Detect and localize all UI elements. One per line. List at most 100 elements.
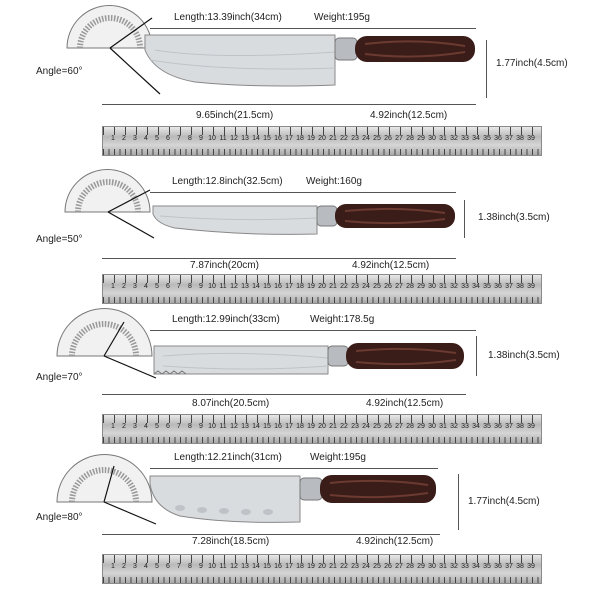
ruler-number: 38	[516, 135, 524, 142]
ruler-number: 39	[527, 423, 535, 430]
ruler-number: 28	[406, 283, 414, 290]
ruler-number: 13	[241, 563, 249, 570]
ruler-number: 26	[384, 423, 392, 430]
ruler-number: 36	[494, 283, 502, 290]
blade-length-label: 8.07inch(20.5cm)	[192, 398, 270, 409]
ruler-number: 23	[351, 283, 359, 290]
ruler-number: 21	[329, 563, 337, 570]
ruler-number: 3	[133, 563, 137, 570]
protractor-graphic	[56, 454, 157, 525]
ruler-number: 17	[285, 423, 293, 430]
handle-length-label: 4.92inch(12.5cm)	[366, 398, 444, 409]
ruler-number: 13	[241, 423, 249, 430]
ruler-number: 22	[340, 135, 348, 142]
ruler-number: 20	[318, 135, 326, 142]
ruler-number: 12	[230, 135, 238, 142]
ruler-number: 31	[439, 423, 447, 430]
ruler-number: 13	[241, 283, 249, 290]
ruler-number: 33	[461, 135, 469, 142]
weight-label: Weight:178.5g	[310, 314, 375, 325]
ruler-number: 6	[166, 423, 170, 430]
handle-dimension-line	[320, 258, 456, 259]
width-label: 1.77inch(4.5cm)	[468, 496, 540, 507]
knife-section-4: Angle=80° Length:12.21inch(31cm) Weight:…	[0, 450, 600, 600]
knife-image	[153, 343, 464, 375]
length-dimension-line	[150, 468, 438, 469]
ruler-number: 34	[472, 563, 480, 570]
ruler-number: 36	[494, 135, 502, 142]
handle-length-label: 4.92inch(12.5cm)	[352, 260, 430, 271]
ruler-number: 31	[439, 563, 447, 570]
ruler-number: 32	[450, 563, 458, 570]
ruler-number: 25	[373, 135, 381, 142]
ruler-number: 1	[111, 423, 115, 430]
length-dimension-line	[150, 330, 476, 331]
width-dimension-line	[476, 336, 477, 376]
ruler-number: 30	[428, 135, 436, 142]
ruler-number: 22	[340, 563, 348, 570]
ruler-number: 33	[461, 423, 469, 430]
knife-section-2: Angle=50° Length:12.8inch(32.5cm) Weight…	[0, 150, 600, 304]
blade-dimension-line	[102, 534, 304, 535]
handle-dimension-line	[304, 534, 440, 535]
ruler-number: 35	[483, 135, 491, 142]
ruler-number: 22	[340, 423, 348, 430]
ruler-number: 2	[122, 135, 126, 142]
ruler-number: 27	[395, 563, 403, 570]
knife-section-3: Angle=70° Length:12.99inch(33cm) Weight:…	[0, 300, 600, 450]
ruler-number: 12	[230, 423, 238, 430]
weight-label: Weight:160g	[306, 176, 362, 187]
ruler-number: 2	[122, 423, 126, 430]
ruler-number: 24	[362, 423, 370, 430]
ruler-number: 10	[208, 423, 216, 430]
ruler-number: 20	[318, 563, 326, 570]
handle-dimension-line	[338, 104, 476, 105]
ruler-number: 30	[428, 283, 436, 290]
handle-length-label: 4.92inch(12.5cm)	[370, 110, 448, 121]
ruler-number: 15	[263, 283, 271, 290]
ruler-number: 3	[133, 135, 137, 142]
ruler-number: 27	[395, 283, 403, 290]
handle-dimension-line	[326, 394, 466, 395]
ruler-number: 23	[351, 423, 359, 430]
ruler-number: 4	[144, 423, 148, 430]
length-label: Length:12.8inch(32.5cm)	[172, 176, 283, 187]
ruler-number: 32	[450, 423, 458, 430]
blade-dimension-line	[102, 258, 320, 259]
ruler-number: 31	[439, 135, 447, 142]
ruler-number: 7	[177, 423, 181, 430]
ruler-number: 24	[362, 135, 370, 142]
ruler-number: 6	[166, 283, 170, 290]
ruler-number: 27	[395, 135, 403, 142]
ruler-number: 23	[351, 563, 359, 570]
blade-length-label: 7.28inch(18.5cm)	[192, 536, 270, 547]
ruler-number: 14	[252, 283, 260, 290]
ruler-number: 21	[329, 423, 337, 430]
ruler-number: 29	[417, 423, 425, 430]
ruler-number: 33	[461, 563, 469, 570]
ruler-number: 37	[505, 283, 513, 290]
ruler-number: 26	[384, 283, 392, 290]
ruler-number: 35	[483, 283, 491, 290]
ruler-number: 18	[296, 423, 304, 430]
protractor-graphic	[56, 308, 157, 379]
ruler-number: 35	[483, 423, 491, 430]
ruler-number: 9	[199, 423, 203, 430]
length-label: Length:12.99inch(33cm)	[172, 314, 280, 325]
ruler-number: 2	[122, 283, 126, 290]
ruler-number: 25	[373, 563, 381, 570]
knife-image	[144, 34, 475, 87]
ruler-number: 4	[144, 563, 148, 570]
ruler-number: 34	[472, 283, 480, 290]
ruler-number: 11	[219, 563, 227, 570]
ruler-number: 28	[406, 423, 414, 430]
width-dimension-line	[458, 474, 459, 530]
protractor-graphic	[66, 5, 161, 95]
ruler-number: 19	[307, 283, 315, 290]
ruler-number: 10	[208, 283, 216, 290]
angle-label: Angle=80°	[36, 512, 83, 523]
ruler-number: 39	[527, 563, 535, 570]
